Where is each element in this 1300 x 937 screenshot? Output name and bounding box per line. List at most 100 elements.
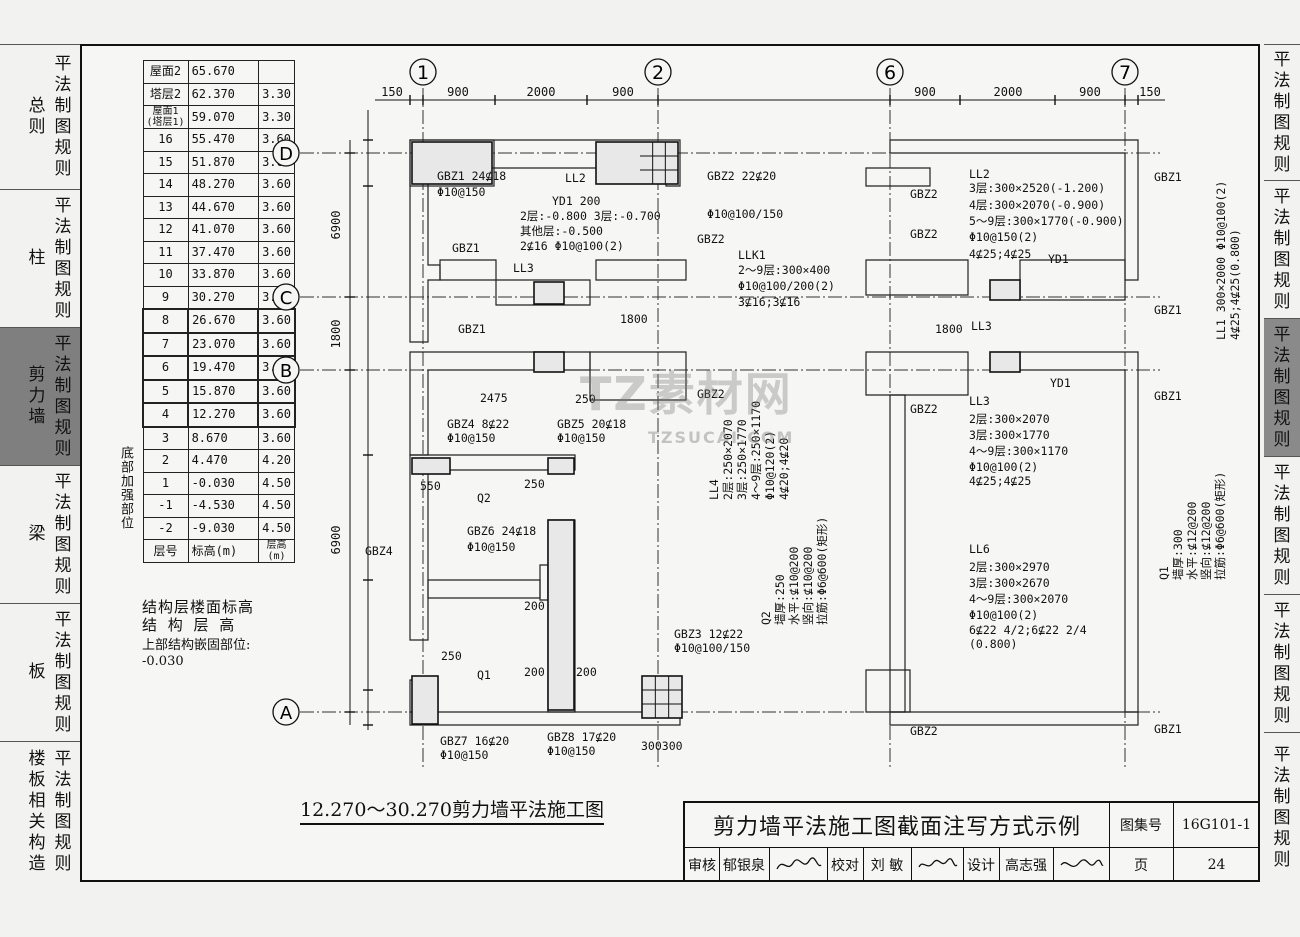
vertical-annotation: 水平:⊈12@200 [1185, 502, 1199, 580]
svg-text:A: A [280, 703, 293, 724]
design-label: 设计 [963, 847, 1000, 882]
plan-annotation: GBZ6 24⊈18 [467, 524, 536, 538]
right-tab-0[interactable]: 平法制图规则 [1264, 44, 1300, 180]
dim-text: 2000 [994, 85, 1023, 99]
plan-annotation: Φ10@150 [440, 748, 489, 762]
watermark-url: TZSUCAI.COM [648, 428, 795, 447]
left-tab-5[interactable]: 楼板相关构造平法制图规则 [0, 741, 80, 882]
level-cell: 3.60 [257, 426, 296, 450]
vertical-annotation: Φ10@120(2) [763, 431, 777, 500]
plan-title: 12.270～30.270剪力墙平法施工图 [300, 795, 604, 825]
level-cell: 层号 [142, 539, 189, 563]
plan-annotation: Φ10@100(2) [969, 608, 1038, 622]
plan-annotation: GBZ5 20⊈18 [557, 417, 626, 431]
left-tab-0[interactable]: 总则平法制图规则 [0, 44, 80, 189]
right-tab-5[interactable]: 平法制图规则 [1264, 732, 1300, 882]
level-cell: 10 [142, 263, 189, 287]
vertical-annotation: 4⊈20;4⊈20 [777, 438, 791, 500]
boundary-element [411, 457, 451, 475]
drawing-title: 剪力墙平法施工图截面注写方式示例 [685, 803, 1110, 847]
level-cell: 4.50 [257, 516, 296, 540]
plan-annotation: GBZ1 [1154, 303, 1182, 317]
plan-annotation: LL2 [969, 167, 990, 181]
axis-bubble-7: 7 [1111, 58, 1139, 86]
axis-bubble-6: 6 [876, 58, 904, 86]
plan-annotation: GBZ4 8⊈22 [447, 417, 509, 431]
vertical-annotation: 3层:250×1770 [735, 419, 749, 500]
right-tab-4[interactable]: 平法制图规则 [1264, 594, 1300, 732]
plan-annotation: Φ10@150(2) [969, 230, 1038, 244]
plan-annotation: 200 [576, 665, 597, 679]
plan-annotation: 3层:300×1770 [969, 428, 1050, 442]
plan-annotation: Q1 [477, 668, 491, 682]
right-tab-1[interactable]: 平法制图规则 [1264, 180, 1300, 318]
plan-annotation: GBZ4 [365, 544, 393, 558]
axis-bubble-A: A [272, 698, 300, 726]
plan-annotation: Φ10@150 [437, 185, 486, 199]
svg-text:C: C [280, 288, 293, 309]
plan-annotation: 3层:300×2670 [969, 576, 1050, 590]
axis-bubble-1: 1 [409, 58, 437, 86]
plan-annotation: 2～9层:300×400 [738, 263, 830, 277]
dim-text: 1800 [329, 320, 343, 349]
level-cell: 3.60 [257, 240, 296, 264]
plan-annotation: 250 [575, 392, 596, 406]
review-name: 郁银泉 [719, 847, 770, 882]
boundary-element [411, 141, 493, 185]
review-signature [769, 847, 828, 882]
plan-annotation: GBZ7 16⊈20 [440, 734, 509, 748]
right-tab-3[interactable]: 平法制图规则 [1264, 456, 1300, 594]
plan-annotation: YD1 [1048, 252, 1069, 266]
svg-text:1: 1 [417, 62, 429, 84]
right-tab-2[interactable]: 平法制图规则 [1264, 318, 1300, 456]
plan-annotation: 2层:300×2070 [969, 412, 1050, 426]
level-cell: 59.070 [187, 105, 259, 129]
axis-bubble-D: D [272, 139, 300, 167]
title-block: 剪力墙平法施工图截面注写方式示例 图集号 16G101-1 审核 郁银泉 校对 … [683, 801, 1260, 882]
page-label: 页 [1109, 847, 1174, 882]
level-cell: 标高(m) [187, 539, 259, 563]
plan-annotation: GBZ8 17⊈20 [547, 730, 616, 744]
left-tab-2[interactable]: 剪力墙平法制图规则 [0, 327, 80, 465]
level-cell: 屋面1 (塔层1) [142, 105, 189, 129]
plan-annotation: 1800 [935, 322, 963, 336]
boundary-element [547, 457, 575, 475]
level-cell: 15 [142, 150, 189, 174]
plan-annotation: 3⊈16;3⊈16 [738, 295, 800, 309]
boundary-element [533, 351, 565, 373]
left-tab-1[interactable]: 柱平法制图规则 [0, 189, 80, 327]
boundary-element [595, 141, 679, 185]
plan-annotation: Φ10@150 [547, 744, 596, 758]
plan-annotation: GBZ2 [910, 227, 938, 241]
vertical-annotation: 墙厚:250 [773, 574, 787, 625]
plan-annotation: 4⊈25;4⊈25 [969, 474, 1031, 488]
plan-annotation: Q2 [477, 491, 491, 505]
plan-annotation: 1800 [620, 312, 648, 326]
boundary-element [641, 675, 683, 719]
boundary-element [411, 675, 439, 725]
level-cell: 51.870 [187, 150, 259, 174]
svg-text:2: 2 [652, 62, 664, 84]
left-tab-4[interactable]: 板平法制图规则 [0, 603, 80, 741]
plan-annotation: GBZ1 24⊈18 [437, 169, 506, 183]
level-cell: 12.270 [187, 402, 260, 428]
axis-bubble-2: 2 [644, 58, 672, 86]
svg-text:D: D [279, 144, 293, 165]
plan-annotation: 550 [420, 479, 441, 493]
level-cell: 7 [141, 331, 190, 357]
plan-annotation: Φ10@150 [447, 431, 496, 445]
plan-annotation: 250 [524, 477, 545, 491]
left-tab-3[interactable]: 梁平法制图规则 [0, 465, 80, 603]
level-cell: 3 [142, 426, 189, 450]
plan-annotation: LL3 [971, 319, 992, 333]
plan-annotation: Φ10@150 [557, 431, 606, 445]
